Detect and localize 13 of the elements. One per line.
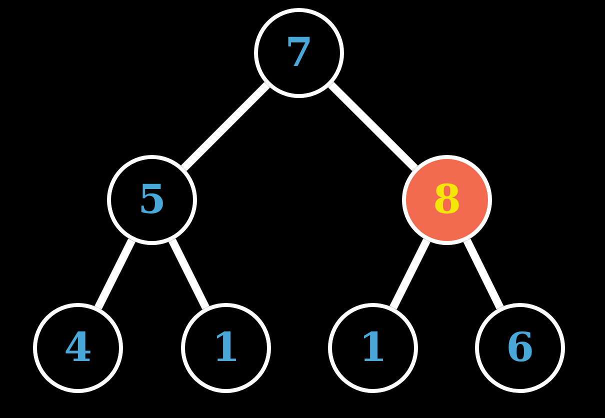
node-value: 8 [433,180,461,220]
tree-edge-line [94,238,136,310]
node-value: 1 [359,328,387,368]
node-value: 1 [212,328,240,368]
tree-edge-line [168,238,210,310]
node-value: 7 [285,33,313,73]
tree-edge-line [181,82,270,171]
tree-edge-line [390,238,430,310]
node-value: 4 [64,328,92,368]
tree-edge-line [328,82,418,172]
node-value: 5 [138,180,166,220]
tree-edge-line [463,238,504,310]
node-value: 6 [506,328,534,368]
